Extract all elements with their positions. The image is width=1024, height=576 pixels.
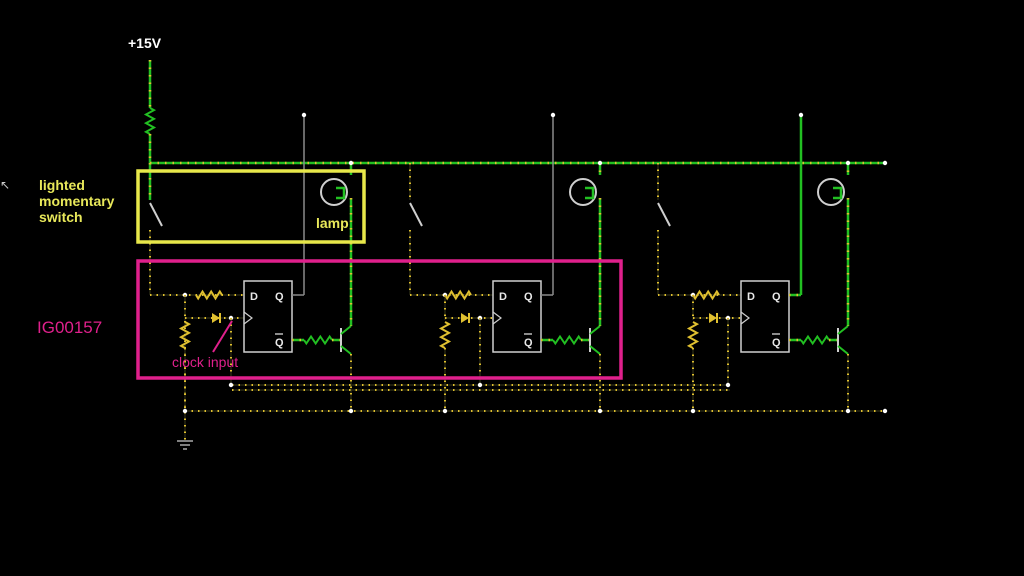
- junction-node: [690, 408, 696, 414]
- clock-triangle-3: [740, 311, 750, 325]
- lamp-filament-2: [585, 186, 595, 200]
- supply-resistor: [143, 107, 157, 135]
- lamp-label: lamp: [316, 215, 349, 231]
- ff-qbar-label-3: Q: [772, 337, 781, 349]
- flip-flop-3: [740, 280, 790, 353]
- flip-flop-1: [243, 280, 293, 353]
- ff-q-label-1: Q: [275, 291, 284, 303]
- pulldown-resistor-3: [686, 321, 700, 349]
- lamp-3: [817, 178, 845, 206]
- pulldown-resistor-2: [438, 321, 452, 349]
- ff-q-label-2: Q: [524, 291, 533, 303]
- switch-lamp-highlight: [136, 169, 366, 244]
- junction-node: [477, 382, 483, 388]
- transistor-emitter-1: [340, 345, 352, 355]
- switch-contact-1: [149, 202, 163, 227]
- input-resistor-1: [195, 289, 223, 301]
- chip-highlight: [136, 259, 623, 380]
- ff-d-label-3: D: [747, 291, 755, 303]
- junction-node: [550, 112, 556, 118]
- switch-contact-3: [657, 202, 671, 227]
- input-resistor-3: [692, 289, 720, 301]
- junction-node: [882, 408, 888, 414]
- transistor-collector-2: [589, 325, 601, 335]
- lamp-filament-3: [833, 186, 843, 200]
- junction-node: [845, 160, 851, 166]
- junction-node: [882, 160, 888, 166]
- clock-input-label: clock input: [172, 354, 239, 370]
- ff-d-label-2: D: [499, 291, 507, 303]
- base-resistor-2: [552, 334, 582, 346]
- lamp-1: [320, 178, 348, 206]
- junction-node: [597, 160, 603, 166]
- junction-node: [301, 112, 307, 118]
- clock-triangle-1: [243, 311, 253, 325]
- diode-1: [212, 313, 220, 323]
- junction-node: [348, 160, 354, 166]
- pulldown-resistor-1: [178, 321, 192, 349]
- junction-node: [798, 112, 804, 118]
- base-resistor-1: [303, 334, 333, 346]
- junction-node: [348, 408, 354, 414]
- ff-qbar-label-2: Q: [524, 337, 533, 349]
- ff-qbar-label-1: Q: [275, 337, 284, 349]
- flip-flop-2: [492, 280, 542, 353]
- clock-triangle-2: [492, 311, 502, 325]
- transistor-collector-3: [837, 325, 849, 335]
- junction-node: [725, 382, 731, 388]
- mouse-cursor-icon: ↖: [0, 178, 11, 192]
- diode-2: [461, 313, 469, 323]
- lamp-filament-1: [336, 186, 346, 200]
- ff-d-label-1: D: [250, 291, 258, 303]
- input-resistor-2: [444, 289, 472, 301]
- base-resistor-3: [800, 334, 830, 346]
- clock-input-pointer: [212, 320, 233, 353]
- junction-node: [597, 408, 603, 414]
- lamp-2: [569, 178, 597, 206]
- transistor-emitter-3: [837, 345, 849, 355]
- transistor-emitter-2: [589, 345, 601, 355]
- diode-3: [709, 313, 717, 323]
- junction-node: [442, 408, 448, 414]
- ff-q-label-3: Q: [772, 291, 781, 303]
- junction-node: [228, 382, 234, 388]
- junction-node: [845, 408, 851, 414]
- chip-label: IG00157: [37, 318, 103, 337]
- switch-label: lighted momentary switch: [39, 177, 115, 225]
- junction-node: [182, 408, 188, 414]
- supply-voltage-label: +15V: [128, 35, 162, 51]
- switch-contact-2: [409, 202, 423, 227]
- transistor-collector-1: [340, 325, 352, 335]
